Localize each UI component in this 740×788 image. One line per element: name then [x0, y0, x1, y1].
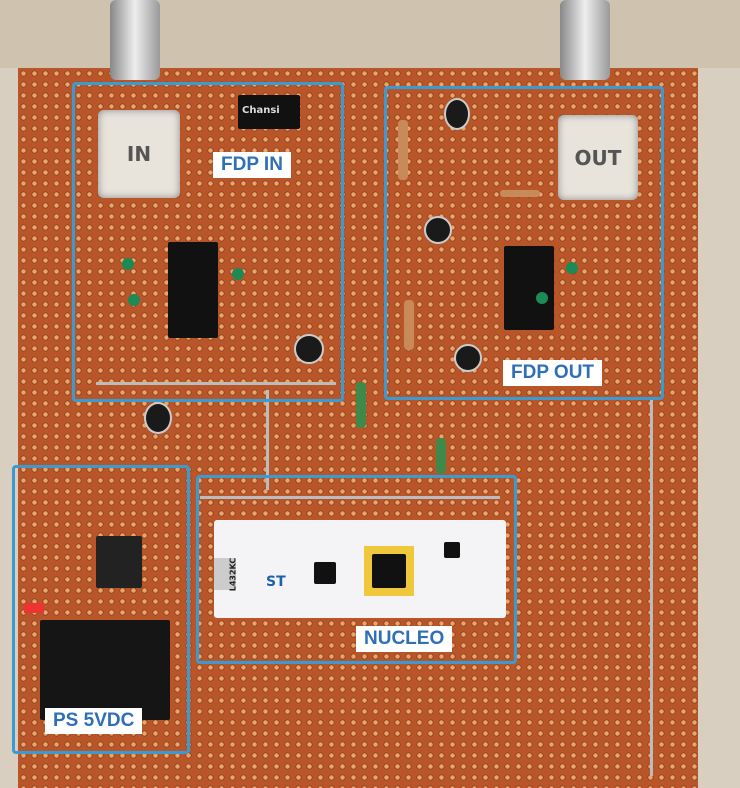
ceramic-capacitor [536, 292, 548, 304]
voltage-regulator [96, 536, 142, 588]
label-nucleo: NUCLEO [356, 626, 453, 652]
capacitor-brand: Chansi [242, 105, 280, 116]
electrolytic-capacitor [424, 216, 452, 244]
region-ps-5vdc [12, 465, 190, 754]
jack-out: OUT [558, 115, 638, 200]
bnc-connector-in [110, 0, 160, 80]
resistor [500, 190, 540, 197]
ceramic-capacitor [122, 258, 134, 270]
region-fdp-in [72, 82, 344, 402]
electrolytic-capacitor [444, 98, 470, 130]
electrolytic-capacitor [144, 402, 172, 434]
label-fdp-out: FDP OUT [503, 360, 603, 386]
usb-connector [214, 558, 236, 590]
wire [96, 382, 336, 385]
resistor [398, 120, 408, 180]
wire [266, 390, 269, 490]
region-fdp-out [384, 86, 664, 400]
ceramic-capacitor [566, 262, 578, 274]
ceramic-capacitor [232, 268, 244, 280]
chip [314, 562, 336, 584]
capacitor-block: Chansi [238, 95, 300, 129]
label-fdp-in: FDP IN [213, 152, 291, 178]
mcu-pad [364, 546, 414, 596]
label-ps-5vdc: PS 5VDC [45, 708, 143, 734]
jack-out-text: OUT [574, 145, 622, 170]
resistor [436, 438, 446, 474]
jack-in: IN [98, 110, 180, 198]
jack-in-text: IN [126, 142, 152, 166]
region-nucleo [196, 475, 517, 664]
wire [650, 400, 653, 776]
wire [200, 496, 500, 499]
electrolytic-capacitor [294, 334, 324, 364]
resistor [356, 382, 366, 428]
st-logo: ST [266, 574, 286, 590]
chip [444, 542, 460, 558]
power-jack [40, 620, 170, 720]
nucleo-board: L432KC ST [214, 520, 506, 618]
led-red [24, 603, 44, 613]
electrolytic-capacitor [454, 344, 482, 372]
bnc-connector-out [560, 0, 610, 80]
ic-chip-in [168, 242, 218, 338]
ceramic-capacitor [128, 294, 140, 306]
ic-chip-out [504, 246, 554, 330]
resistor [404, 300, 414, 350]
